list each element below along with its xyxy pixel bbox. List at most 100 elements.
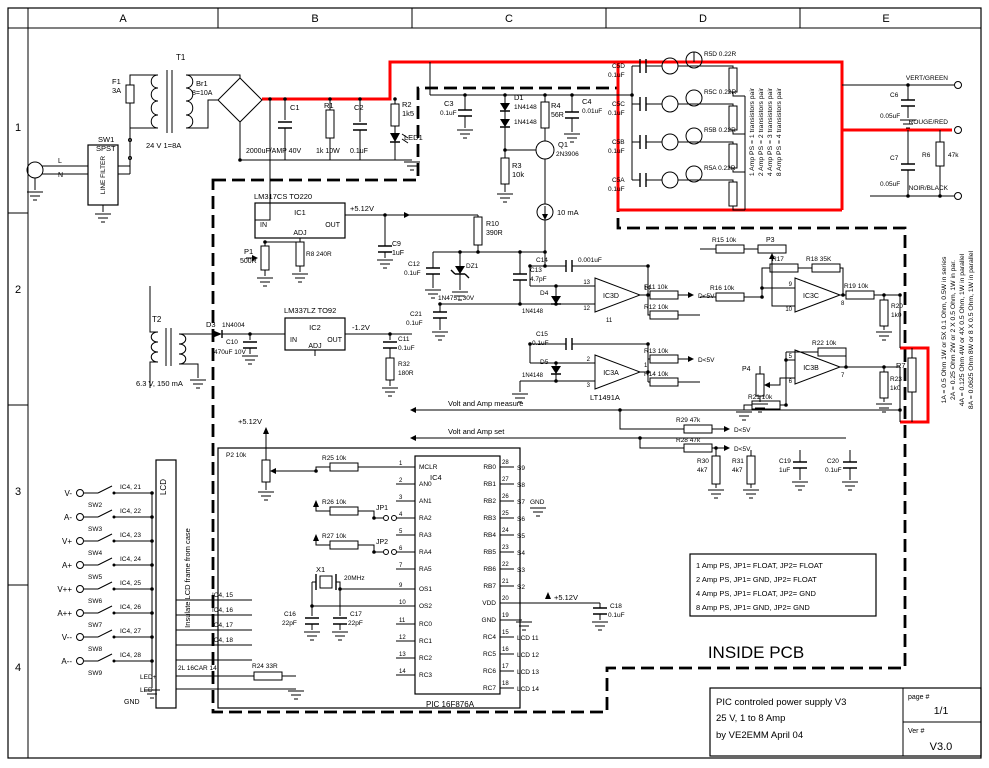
ground-symbol	[95, 213, 111, 223]
pic-net-lcd13: LCD 13	[517, 669, 539, 676]
ic1-type: LM317CS TO220	[254, 192, 312, 201]
shunt-note-3: 4A = 0.125 Ohm 4W or 4X 0.5 Ohm, 1W in p…	[959, 253, 966, 406]
r2-value: 1k5	[402, 109, 414, 118]
ground-symbol	[242, 355, 258, 365]
c17-value: 22pF	[348, 620, 363, 627]
pic-pin-num-23: 23	[502, 545, 509, 551]
shunt-note-2: 2A = 0.25 Ohm 2W or 2 X 0.5 Ohm, 1W in p…	[950, 260, 957, 400]
switch-ref-sw7: SW7	[88, 622, 102, 629]
inside-pcb-label: INSIDE PCB	[708, 643, 804, 662]
pic-pin-num-3: 3	[399, 495, 403, 501]
pic-pin-num-4: 4	[399, 512, 403, 518]
line-filter-box	[87, 144, 119, 206]
switch-net-vp: IC4, 23	[120, 532, 141, 539]
title-block-version-label: Ver #	[908, 728, 924, 735]
ground-symbol	[27, 191, 43, 201]
pic-pin-num-21: 21	[502, 579, 509, 585]
r18-label: R18 35K	[806, 256, 832, 263]
pic-pin-rc0: RC0	[419, 621, 432, 628]
p1-value: 500R	[240, 258, 257, 265]
ic3b-pin-5: 5	[789, 354, 793, 360]
switch-ref-sw2: SW2	[88, 502, 102, 509]
c5c-ref: C5C	[612, 101, 625, 108]
r6-ref: R6	[922, 152, 931, 159]
terminal-vm	[76, 489, 84, 497]
r19-label: R19 10k	[844, 283, 869, 290]
opamp-ic3c	[794, 277, 842, 313]
pic-chip-box	[414, 455, 501, 695]
t2-coils	[150, 328, 187, 366]
pic-pin-rb4: RB4	[483, 532, 496, 539]
c14-ref: C14	[536, 257, 548, 264]
c20-ref: C20	[827, 458, 839, 465]
pic-pin-num-24: 24	[502, 528, 509, 534]
ic2-pin-in: IN	[290, 337, 297, 344]
terminal-vpp	[76, 585, 84, 593]
c12-value: 0.1uF	[404, 270, 421, 277]
f1-ref: F1	[112, 77, 121, 86]
pic-pin-rc6: RC6	[483, 668, 496, 675]
terminal-amm	[76, 657, 84, 665]
jp1-ref: JP1	[376, 505, 388, 512]
r12-label: R12 10k	[644, 304, 669, 311]
drawing-frame	[7, 7, 982, 759]
pic-pin-num-11: 11	[399, 618, 406, 624]
grid-col-c: C	[505, 13, 513, 25]
power-wires	[262, 60, 952, 424]
p4-ref: P4	[742, 366, 751, 373]
r32-ref: R32	[398, 361, 410, 368]
pic-pin-num-14: 14	[399, 669, 406, 675]
switch-terminal-label-vmm: V--	[62, 633, 73, 642]
jp-config-2: 2 Amp PS, JP1= GND, JP2= FLOAT	[696, 575, 817, 584]
d4-value: 1N4148	[522, 309, 544, 315]
r17-label: R17	[772, 256, 784, 263]
pic-ref: IC4	[430, 473, 442, 482]
bridge-rectifier-symbol	[217, 77, 263, 123]
c19-value: 1uF	[779, 467, 790, 474]
net-d5v-1: D<5V	[698, 293, 715, 300]
ground-symbol	[708, 489, 724, 499]
ic3a-pin-2: 2	[587, 357, 591, 363]
ground-symbol	[404, 161, 420, 171]
title-block-title: PIC controled power supply V3	[716, 697, 846, 708]
c3-value: 0.1uF	[440, 110, 457, 117]
r27-label: R27 10k	[322, 533, 347, 540]
r29-label: R29 47k	[676, 417, 701, 424]
ic3d-ref: IC3D	[603, 293, 619, 300]
jp-config-1: 1 Amp PS, JP1= FLOAT, JP2= FLOAT	[696, 561, 823, 570]
pic-pin-ra2: RA2	[419, 515, 432, 522]
r15-label: R15 10k	[712, 237, 737, 244]
ground-symbol	[288, 690, 304, 700]
pic-pin-rc7: RC7	[483, 685, 496, 692]
ic3c-pin-10: 10	[785, 307, 792, 313]
ground-symbol	[144, 689, 160, 699]
d5-value: 1N4148	[522, 373, 544, 379]
pic-net-lcd12: LCD 12	[517, 652, 539, 659]
ground-symbol	[452, 291, 468, 301]
r11-label: R11 10k	[644, 284, 668, 291]
grid-col-e: E	[882, 13, 889, 25]
net-d5v-3: D<5V	[734, 427, 751, 434]
x1-value: 20MHz	[344, 575, 365, 582]
ic1-ref: IC1	[294, 208, 306, 217]
pic-pin-num-2: 2	[399, 478, 403, 484]
r21-label: R21 10k	[748, 394, 773, 401]
shunt-note-4: 8A = 0.0625 Ohm 8W or 8 X 0.5 Ohm, 1W in…	[968, 250, 975, 409]
sw1-type: SPST	[96, 144, 116, 153]
terminal-vmm	[76, 633, 84, 641]
c2-ref: C2	[354, 103, 364, 112]
r4-ref: R4	[551, 101, 561, 110]
c6-value: 0.05uF	[880, 113, 900, 120]
c9-ref: C9	[392, 241, 401, 248]
c5d-value: 0.1uF	[608, 72, 625, 79]
opamps-and-bridge	[150, 70, 842, 390]
c5a-ref: C5A	[612, 177, 625, 184]
t2-rating: 6.3 V, 150 mA	[136, 379, 183, 388]
lcd-net-15: IC4, 15	[212, 592, 233, 599]
t1-ref: T1	[176, 53, 186, 62]
ic1-pin-out: OUT	[325, 222, 341, 229]
ic3b-pin-7: 7	[841, 373, 845, 379]
ic2-pin-adj: ADJ	[308, 343, 321, 350]
c5b-ref: C5B	[612, 139, 625, 146]
switch-terminal-label-vpp: V++	[57, 585, 72, 594]
